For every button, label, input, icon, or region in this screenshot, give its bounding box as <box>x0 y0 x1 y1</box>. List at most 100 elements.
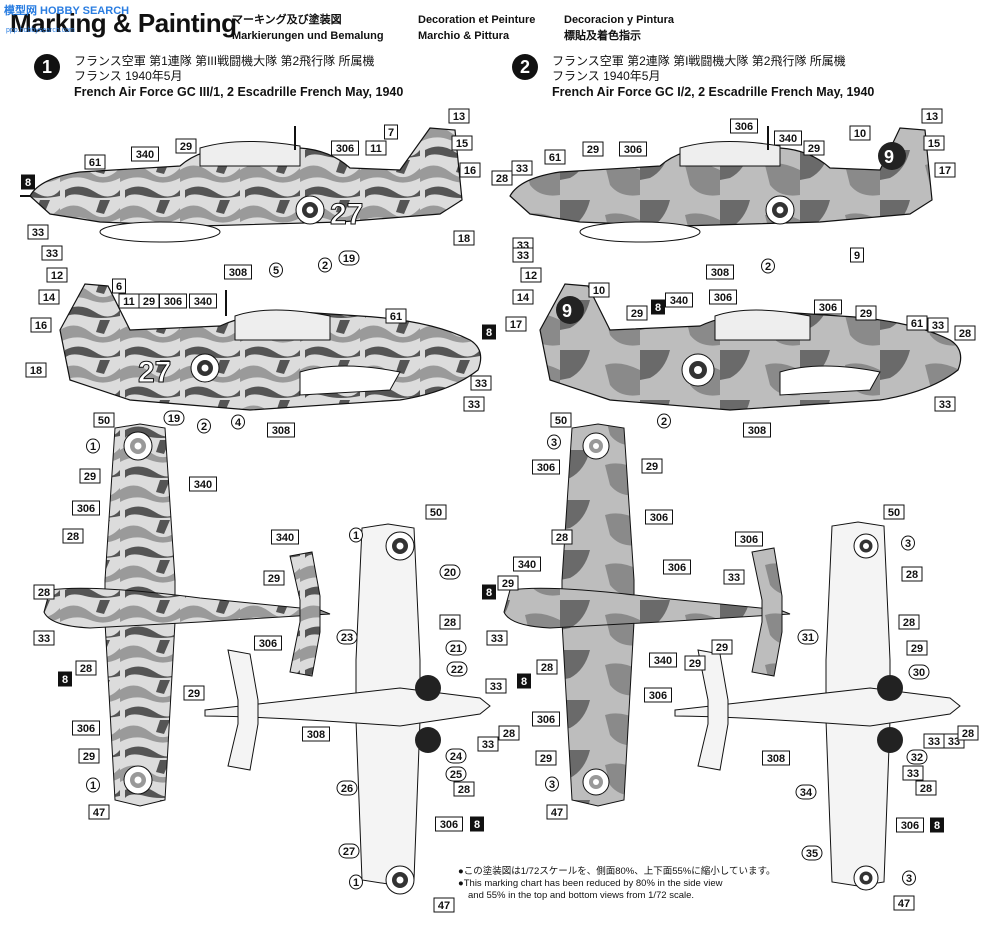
callout-number: 33 <box>38 633 50 645</box>
callout-number: 19 <box>168 413 180 425</box>
callout-label: 28 <box>898 614 920 630</box>
scheme-jp-line: フランス空軍 第1連隊 第III戦闘機大隊 第2飛行隊 所属機 <box>74 54 375 68</box>
scheme-1-side-right: 27 <box>59 283 482 411</box>
callout-label: 20 <box>439 564 461 580</box>
callout-number: 33 <box>928 736 940 748</box>
callout-number: 17 <box>939 165 951 177</box>
callout-label: 28 <box>491 170 513 186</box>
callout-number: 306 <box>901 820 919 832</box>
callout-number: 19 <box>343 253 355 265</box>
callout-label: 306 <box>644 687 672 703</box>
callout-number: 13 <box>453 111 465 123</box>
callout-label: 1 <box>86 777 100 793</box>
callout-label: 3 <box>545 776 559 792</box>
callout-number: 306 <box>77 723 95 735</box>
callout-number: 23 <box>341 632 353 644</box>
callout-number: 1 <box>353 530 359 542</box>
note-jp: ●この塗装図は1/72スケールを、側面80%、上下面55%に縮小しています。 <box>458 866 776 877</box>
callout-label: 306 <box>645 509 673 525</box>
scheme-2-side-left: 9 <box>509 126 933 243</box>
header-col-1: マーキング及び塗装図 Markierungen und Bemalung <box>232 12 384 44</box>
callout-number: 306 <box>650 512 668 524</box>
callout-number: 50 <box>430 507 442 519</box>
callout-number: 8 <box>486 587 492 599</box>
callout-number: 29 <box>180 141 192 153</box>
callout-label: 25 <box>445 766 467 782</box>
callout-number: 7 <box>388 127 394 139</box>
callout-label: 306 <box>814 299 842 315</box>
callout-number: 8 <box>934 820 940 832</box>
callout-number: 306 <box>164 296 182 308</box>
callout-label: 47 <box>88 804 110 820</box>
callout-number: 20 <box>444 567 456 579</box>
callout-label: 29 <box>138 293 160 309</box>
callout-number: 29 <box>808 143 820 155</box>
callout-number: 47 <box>898 898 910 910</box>
callout-label: 28 <box>915 780 937 796</box>
callout-label: 5 <box>269 262 283 278</box>
callout-number: 12 <box>51 270 63 282</box>
callout-number: 22 <box>451 664 463 676</box>
callout-label: 22 <box>446 661 468 677</box>
callout-label: 13 <box>448 108 470 124</box>
callout-label: 15 <box>451 135 473 151</box>
callout-label: 2 <box>318 257 332 273</box>
callout-label: 11 <box>118 293 140 309</box>
callout-number: 28 <box>496 173 508 185</box>
scheme-1-bottom-view <box>204 523 491 895</box>
header-col-3: Decoracion y Pintura 標貼及着色指示 <box>564 12 674 44</box>
callout-number: 29 <box>587 144 599 156</box>
callout-number: 12 <box>525 270 537 282</box>
callout-label: 13 <box>921 108 943 124</box>
fuselage-code: 9 <box>562 301 572 321</box>
callout-number: 28 <box>920 783 932 795</box>
callout-label: 33 <box>511 160 533 176</box>
callout-label: 17 <box>505 316 527 332</box>
callout-label: 306 <box>730 118 758 134</box>
callout-label: 30 <box>908 664 930 680</box>
callout-number: 306 <box>259 638 277 650</box>
callout-label: 340 <box>513 556 541 572</box>
callout-label: 23 <box>336 629 358 645</box>
scheme-number: 1 <box>34 54 60 80</box>
callout-label: 8 <box>482 324 496 340</box>
callout-number: 11 <box>370 143 382 155</box>
callout-number: 33 <box>475 378 487 390</box>
callout-number: 61 <box>549 152 561 164</box>
callout-label: 28 <box>75 660 97 676</box>
scheme-jp-date: フランス 1940年5月 <box>74 69 183 83</box>
callout-label: 306 <box>709 289 737 305</box>
callout-number: 11 <box>123 296 135 308</box>
callout-label: 340 <box>649 652 677 668</box>
callout-label: 6 <box>112 278 126 294</box>
callout-number: 31 <box>802 632 814 644</box>
callout-number: 8 <box>521 676 527 688</box>
callout-number: 1 <box>90 441 96 453</box>
callout-number: 29 <box>631 308 643 320</box>
callout-label: 29 <box>183 685 205 701</box>
callout-number: 50 <box>888 507 900 519</box>
callout-number: 2 <box>201 421 207 433</box>
callout-label: 1 <box>349 527 363 543</box>
callout-number: 47 <box>551 807 563 819</box>
callout-label: 47 <box>433 897 455 913</box>
callout-number: 8 <box>655 302 661 314</box>
callout-label: 340 <box>271 529 299 545</box>
header-text: Markierungen und Bemalung <box>232 30 384 42</box>
callout-number: 17 <box>510 319 522 331</box>
callout-number: 2 <box>765 261 771 273</box>
callout-number: 33 <box>46 248 58 260</box>
header-text: Marchio & Pittura <box>418 30 510 42</box>
callout-label: 29 <box>78 748 100 764</box>
callout-label: 14 <box>38 289 60 305</box>
scheme-en-line: French Air Force GC III/1, 2 Escadrille … <box>74 85 404 99</box>
callout-number: 308 <box>229 267 247 279</box>
callout-label: 33 <box>33 630 55 646</box>
callout-label: 8 <box>482 584 496 600</box>
callout-label: 340 <box>665 292 693 308</box>
callout-number: 29 <box>540 753 552 765</box>
callout-label: 4 <box>231 414 245 430</box>
callout-label: 11 <box>365 140 387 156</box>
callout-number: 1 <box>353 877 359 889</box>
